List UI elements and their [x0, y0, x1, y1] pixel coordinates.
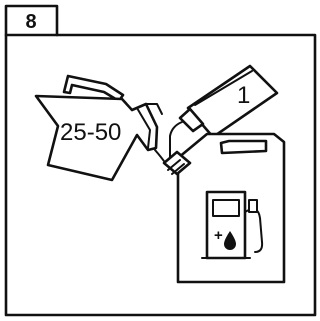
- oil-drop-icon: [224, 231, 236, 250]
- step-number: 8: [25, 11, 36, 33]
- oil-bottle-body: [186, 64, 279, 139]
- oil-bottle-nozzle: [169, 121, 183, 161]
- frame-border: [4, 4, 317, 317]
- fuel-pump-plus: +: [214, 227, 223, 244]
- petrol-can-spout-inner: [136, 107, 151, 149]
- jerrycan-filler-ring: [167, 159, 181, 171]
- oil-bottle-label: 1: [237, 82, 250, 109]
- petrol-can-label: 25-50: [60, 119, 121, 146]
- petrol-can-icon: [34, 74, 163, 182]
- jerrycan-handle: [219, 139, 268, 155]
- oil-bottle-neck: [178, 107, 205, 133]
- fuel-pump-nozzle: [248, 199, 258, 213]
- oil-bottle-icon: [169, 64, 279, 161]
- fuel-pump-window: [212, 199, 240, 217]
- petrol-can-spout-tip: [145, 103, 163, 115]
- fuel-pump-icon: [201, 190, 264, 260]
- jerrycan-filler-ring-2: [171, 163, 185, 175]
- petrol-can-body: [34, 94, 159, 182]
- oil-bottle-edge: [194, 70, 253, 106]
